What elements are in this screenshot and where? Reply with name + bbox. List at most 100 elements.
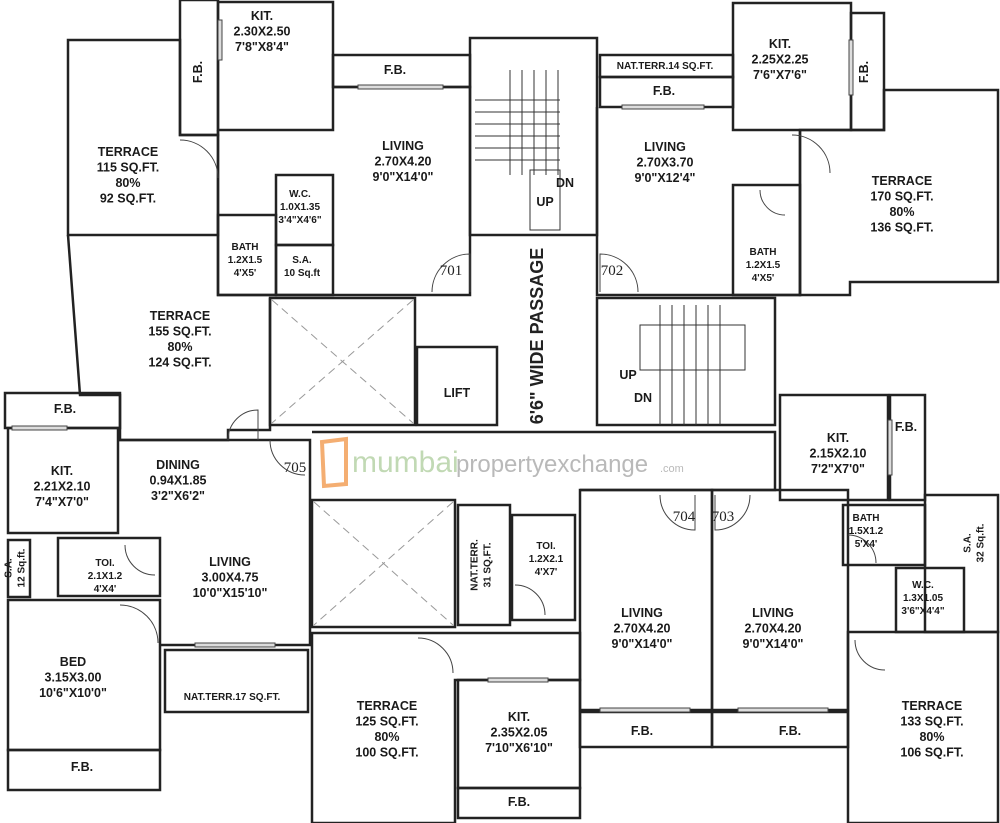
room-label-u702-natterr: NAT.TERR.14 SQ.FT.: [617, 61, 714, 72]
room-label-line: 10'0"X15'10": [193, 586, 268, 600]
room-label-line: LIVING: [621, 606, 663, 620]
sa-701: [274, 243, 335, 297]
room-label-line: TERRACE: [357, 699, 417, 713]
room-label-u705-fb: F.B.: [54, 402, 76, 416]
passage-label: 6'6" WIDE PASSAGE: [527, 248, 547, 425]
room-label-line: BATH: [231, 242, 258, 253]
room-label-line: 4'X7': [535, 567, 558, 578]
stair2-up-label: UP: [619, 368, 636, 382]
room-label-line: 2.25X2.25: [752, 53, 809, 67]
room-label-line: 10'6"X10'0": [39, 686, 107, 700]
room-label-line: 133 SQ.FT.: [900, 715, 963, 729]
lift-label: LIFT: [444, 386, 471, 400]
stair1-dn-label: DN: [556, 176, 574, 190]
room-label-line: 3.15X3.00: [45, 671, 102, 685]
room-label-line: 9'0"X14'0": [373, 170, 434, 184]
room-label-line: TERRACE: [902, 699, 962, 713]
room-label-line: 3'6"X4'4": [901, 606, 944, 617]
room-label-line: W.C.: [289, 189, 311, 200]
room-label-line: 1.5X1.2: [849, 526, 884, 537]
room-label-u701-sa: S.A.10 Sq.ft: [284, 255, 321, 279]
flat-number-701: 701: [440, 263, 463, 279]
living-705: [118, 438, 312, 647]
room-label-line: 31 SQ.FT.: [483, 542, 494, 587]
nat-terr-705: [163, 648, 310, 714]
room-label-line: 1.2X1.5: [746, 260, 781, 271]
room-label-line: 3'2"X6'2": [151, 489, 205, 503]
room-label-u704-fb: F.B.: [631, 724, 653, 738]
room-label-line: F.B.: [895, 420, 917, 434]
room-label-line: 2.35X2.05: [491, 726, 548, 740]
stair2-dn-label: DN: [634, 391, 652, 405]
room-label-u703-sa: S.A.32 Sq.ft.: [963, 523, 987, 562]
room-label-line: 125 SQ.FT.: [355, 715, 418, 729]
watermark-line3: .com: [660, 463, 684, 475]
watermark-logo-icon: [319, 436, 348, 489]
staircase-2: [595, 296, 777, 427]
room-label-u705-toi: TOI.2.1X1.24'X4': [88, 558, 123, 595]
fb-704-bottom: [456, 786, 582, 820]
room-label-line: BATH: [749, 247, 776, 258]
room-label-line: 7'6"X7'6": [753, 68, 807, 82]
room-label-line: 7'2"X7'0": [811, 462, 865, 476]
fb-705-bottom: [6, 748, 162, 792]
room-label-u704-fb-bottom: F.B.: [508, 795, 530, 809]
room-label-line: TERRACE: [872, 174, 932, 188]
room-label-line: 2.21X2.10: [34, 480, 91, 494]
lift-shaft-lower: [310, 498, 457, 629]
room-label-line: F.B.: [384, 63, 406, 77]
room-label-line: 9'0"X14'0": [743, 637, 804, 651]
room-label-line: 80%: [167, 340, 192, 354]
doors: [119, 134, 886, 674]
room-label-line: NAT.TERR.17 SQ.FT.: [184, 692, 281, 703]
room-label-line: 155 SQ.FT.: [148, 325, 211, 339]
room-label-line: 92 SQ.FT.: [100, 192, 156, 206]
room-label-u702-fb-side: F.B.: [857, 61, 871, 83]
room-label-line: KIT.: [508, 710, 530, 724]
terrace-170-outline: [798, 88, 1000, 297]
room-label-u704-living: LIVING 2.70X4.209'0"X14'0": [612, 606, 673, 651]
room-label-u705-sa: S.A.12 Sq.ft.: [4, 548, 28, 587]
room-label-line: 2.70X4.20: [614, 622, 671, 636]
room-label-line: 7'10"X6'10": [485, 741, 553, 755]
room-label-line: 12 Sq.ft.: [17, 548, 28, 587]
room-label-u704-kit: KIT. 2.35X2.057'10"X6'10": [485, 710, 553, 755]
room-label-line: 1.0X1.35: [280, 202, 320, 213]
flat-number-705: 705: [284, 460, 307, 476]
room-label-u701-fb-side: F.B.: [191, 61, 205, 83]
room-label-line: 80%: [919, 730, 944, 744]
room-label-line: 7'4"X7'0": [35, 495, 89, 509]
room-label-line: 9'0"X14'0": [612, 637, 673, 651]
room-label-u701-wc: W.C.1.0X1.353'4"X4'6": [278, 189, 321, 226]
watermark: mumbai propertyexchange .com: [319, 436, 684, 489]
toi-705: [56, 536, 162, 598]
room-label-u701-fb-top: F.B.: [384, 63, 406, 77]
room-label-line: 80%: [374, 730, 399, 744]
walls: [3, 0, 1000, 823]
room-label-line: BATH: [852, 513, 879, 524]
room-label-u704-natterr: NAT.TERR.31 SQ.FT.: [470, 539, 494, 591]
room-label-line: F.B.: [54, 402, 76, 416]
room-label-line: KIT.: [51, 464, 73, 478]
stair-1-steps: [475, 70, 561, 231]
room-label-line: 170 SQ.FT.: [870, 190, 933, 204]
room-label-line: 10 Sq.ft: [284, 268, 321, 279]
room-label-line: 2.30X2.50: [234, 25, 291, 39]
room-label-u703-kit: KIT.2.15X2.107'2"X7'0": [810, 431, 867, 476]
room-label-line: 100 SQ.FT.: [355, 746, 418, 760]
fb-703-side: [888, 393, 927, 502]
room-label-line: LIVING: [644, 140, 686, 154]
room-label-line: 4'X4': [94, 584, 117, 595]
watermark-line2: propertyexchange: [456, 451, 648, 478]
sa-705: [6, 538, 32, 599]
